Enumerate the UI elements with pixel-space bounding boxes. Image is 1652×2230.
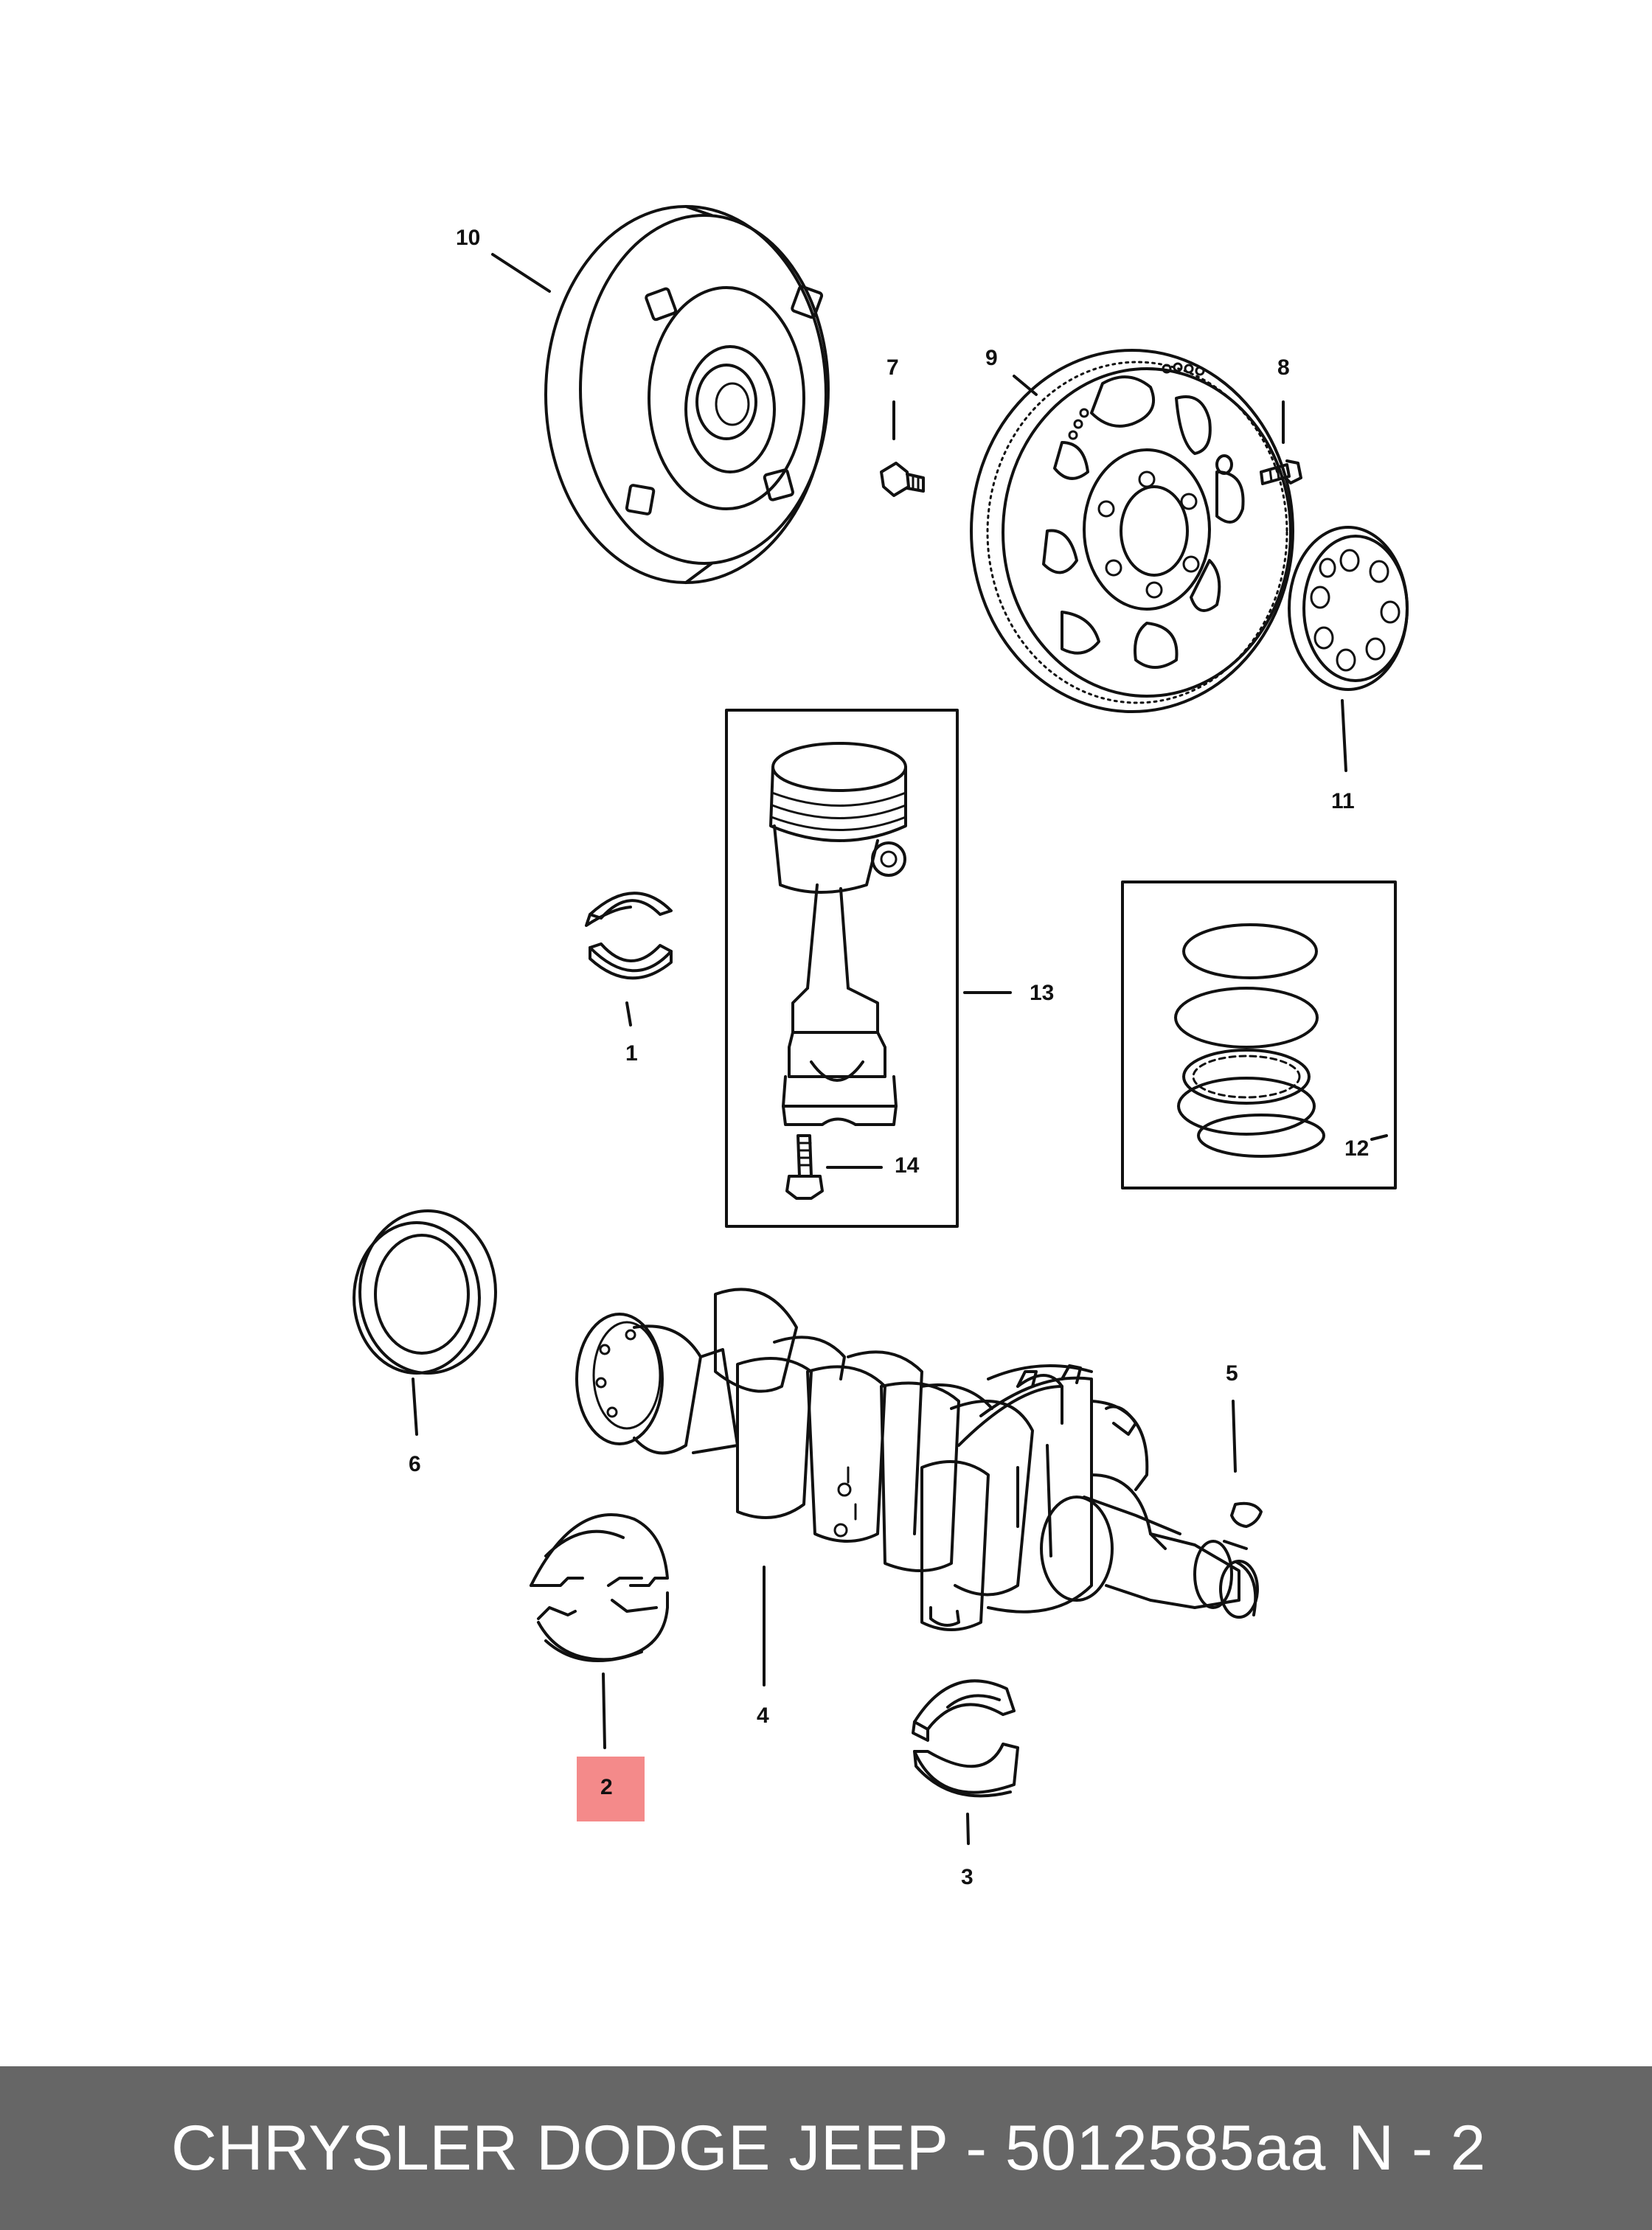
callout-6: 6 xyxy=(409,1452,421,1476)
callout-14: 14 xyxy=(895,1153,920,1178)
parts-diagram: 10 7 9 8 11 13 1 14 12 5 6 4 2 3 xyxy=(353,205,1409,1889)
callout-4: 4 xyxy=(757,1703,769,1728)
flexplate xyxy=(970,349,1294,713)
rear-main-seal xyxy=(353,1209,497,1375)
callout-9: 9 xyxy=(985,346,998,370)
callout-11: 11 xyxy=(1331,789,1355,813)
callout-5: 5 xyxy=(1226,1361,1238,1386)
callout-8: 8 xyxy=(1277,355,1290,380)
adapter-plate xyxy=(1288,526,1409,691)
bolt-8 xyxy=(1260,459,1302,485)
callout-12: 12 xyxy=(1344,1136,1369,1161)
main-bearing xyxy=(530,1513,669,1662)
bolt-7 xyxy=(880,462,925,497)
crankshaft xyxy=(575,1288,1259,1631)
woodruff-key xyxy=(1230,1501,1263,1528)
callout-3: 3 xyxy=(961,1865,974,1889)
callout-1: 1 xyxy=(625,1041,638,1066)
footer-bar: CHRYSLER DODGE JEEP - 5012585aa N - 2 xyxy=(0,2066,1652,2230)
thrust-bearing xyxy=(912,1679,1019,1798)
piston-rings xyxy=(1121,880,1397,1189)
piston-rod-assembly xyxy=(725,709,959,1228)
callout-7: 7 xyxy=(886,355,899,380)
highlight-box xyxy=(577,1757,645,1821)
footer-page-ref: N - 2 xyxy=(1348,2112,1486,2184)
torque-converter xyxy=(544,205,830,584)
rod-bearing xyxy=(585,892,673,980)
callout-10: 10 xyxy=(456,226,480,250)
rod-bolt xyxy=(785,1134,824,1200)
callout-13: 13 xyxy=(1030,981,1054,1005)
footer-part-text: CHRYSLER DODGE JEEP - 5012585aa xyxy=(171,2112,1326,2184)
callout-2: 2 xyxy=(600,1775,613,1799)
